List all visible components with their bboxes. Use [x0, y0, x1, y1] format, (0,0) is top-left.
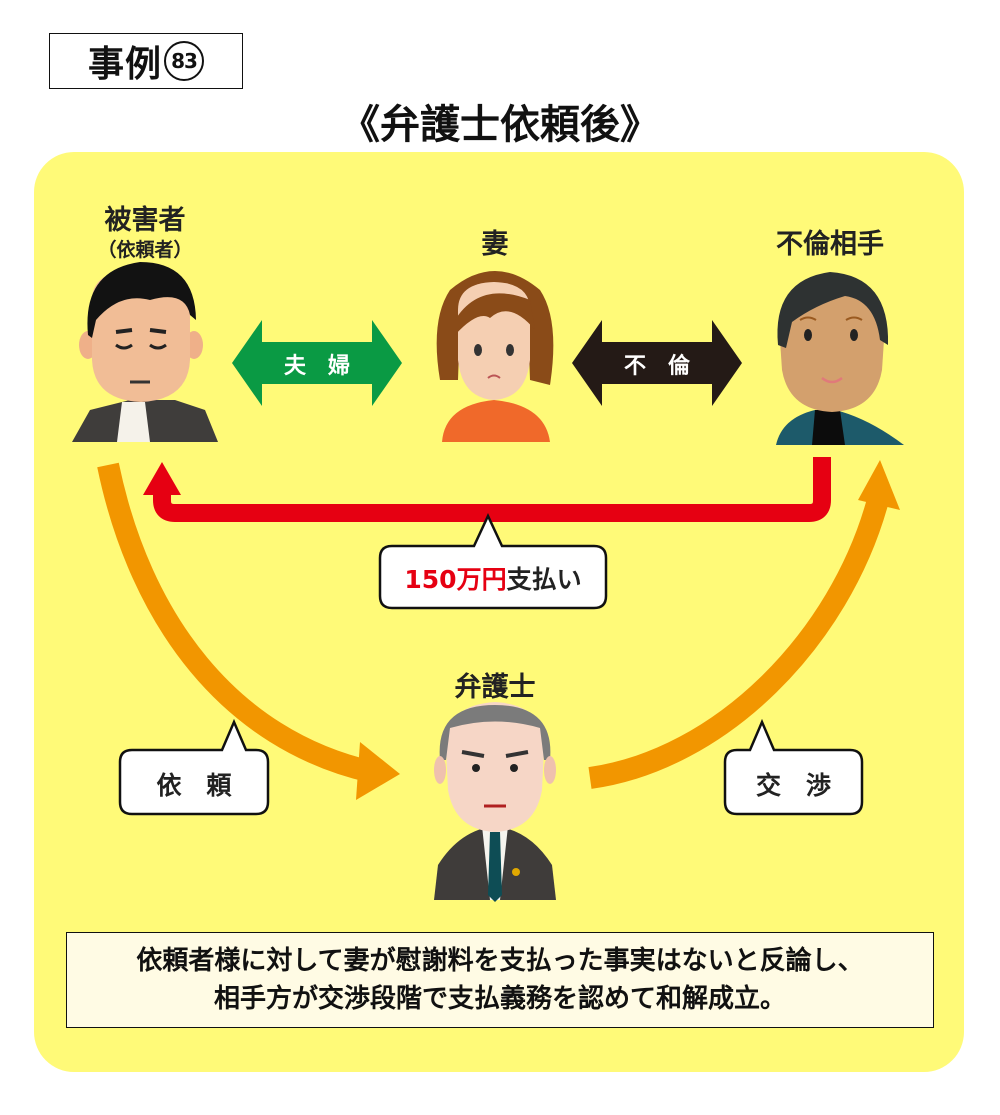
victim-label: 被害者 （依頼者）: [70, 198, 220, 262]
wife-label: 妻: [481, 229, 509, 260]
negotiation-label: 交 渉: [755, 771, 831, 800]
payment-arrow: [153, 457, 831, 522]
request-bubble: [118, 718, 270, 816]
payment-arrowhead-icon: [143, 462, 181, 495]
lawyer-avatar: [434, 702, 556, 902]
summary-line-1: 依頼者様に対して妻が慰謝料を支払った事実はないと反論し、: [136, 946, 864, 976]
couple-label: 夫 婦: [283, 354, 350, 379]
victim-sublabel: （依頼者）: [97, 239, 193, 261]
lawyer-label: 弁護士: [454, 672, 536, 703]
case-label-text: 事例: [87, 44, 162, 85]
negotiation-bubble: [723, 718, 864, 816]
summary-box: 依頼者様に対して妻が慰謝料を支払った事実はないと反論し、 相手方が交渉段階で支払…: [66, 932, 934, 1028]
request-flow-arrow: [97, 462, 375, 783]
victim-avatar: [72, 262, 218, 442]
negotiation-flow-arrow: [588, 497, 889, 789]
request-arrowhead-icon: [356, 742, 400, 800]
affair-arrow: [572, 320, 742, 406]
payment-bubble: [378, 513, 608, 610]
affair-label: 不 倫: [623, 354, 690, 379]
payment-amount: 150万円: [404, 565, 507, 594]
wife-avatar: [436, 271, 554, 442]
partner-avatar: [776, 272, 904, 445]
payment-label: 150万円支払い: [380, 560, 606, 596]
case-number-circle: 83: [164, 41, 204, 81]
request-label: 依 頼: [156, 771, 232, 800]
case-number-label: 事例 83: [49, 33, 243, 89]
negotiation-arrowhead-icon: [858, 460, 900, 510]
page-title: 《弁護士依頼後》: [340, 102, 660, 148]
victim-label-text: 被害者: [104, 205, 186, 236]
partner-label: 不倫相手: [776, 229, 884, 260]
payment-action: 支払い: [506, 565, 582, 594]
summary-line-2: 相手方が交渉段階で支払義務を認めて和解成立。: [213, 984, 786, 1014]
couple-arrow: [232, 320, 402, 406]
